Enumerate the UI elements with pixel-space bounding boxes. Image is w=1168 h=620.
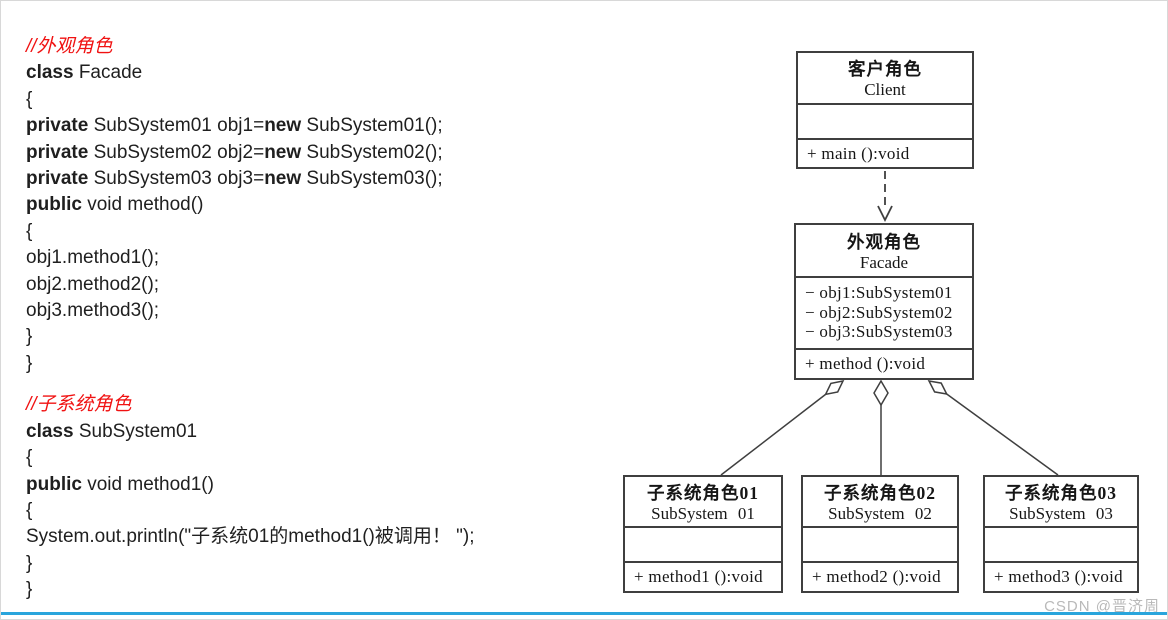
code-text: SubSystem01 obj1=: [88, 115, 265, 137]
subsystem02-title-en: SubSystem 02: [828, 503, 932, 523]
code-text: void method1(): [81, 473, 214, 495]
code-text: {: [26, 499, 33, 521]
code-text: SubSystem03 obj3=: [88, 168, 265, 190]
code-line: private SubSystem02 obj2=new SubSystem02…: [26, 140, 581, 166]
subsystem01-title-en: SubSystem 01: [651, 503, 755, 523]
code-line: public void method(): [26, 192, 581, 218]
code-text: SubSystem02();: [301, 141, 443, 163]
code-line: private SubSystem01 obj1=new SubSystem01…: [26, 113, 581, 139]
code-keyword: public: [26, 473, 82, 495]
code-line: System.out.println("子系统01的method1()被调用！ …: [26, 524, 581, 550]
code-comment: //外观角色: [26, 36, 113, 57]
code-line: {: [26, 498, 581, 524]
facade-attribute: − obj2:SubSystem02: [805, 302, 953, 322]
uml-class-facade: 外观角色 Facade − obj1:SubSystem01 − obj2:Su…: [794, 223, 974, 380]
client-attributes-empty: [798, 103, 972, 138]
subsystem03-title: 子系统角色03 SubSystem 03: [985, 477, 1137, 526]
subsystem03-attributes-empty: [985, 526, 1137, 561]
uml-class-subsystem03: 子系统角色03 SubSystem 03 + method3 ():void: [983, 475, 1139, 593]
aggregation-facade-sub1: [720, 379, 845, 476]
aggregation-facade-sub2: [873, 379, 889, 475]
code-line: obj2.method2();: [26, 272, 581, 298]
facade-attribute: − obj3:SubSystem03: [805, 322, 953, 341]
code-line: }: [26, 351, 581, 377]
aggregation-facade-sub3: [927, 380, 1059, 476]
csdn-watermark: CSDN @晋济周: [1044, 598, 1160, 615]
client-title-cn: 客户角色: [848, 59, 922, 79]
code-line: {: [26, 445, 581, 471]
bottom-divider-bar: [1, 612, 1167, 615]
code-text: {: [26, 88, 33, 110]
client-title-en: Client: [864, 80, 906, 99]
code-line: {: [26, 219, 581, 245]
code-text: obj3.method3();: [26, 300, 160, 322]
code-text: SubSystem02 obj2=: [88, 141, 265, 163]
code-line: obj1.method1();: [26, 245, 581, 271]
client-title: 客户角色 Client: [798, 53, 972, 103]
facade-title: 外观角色 Facade: [796, 225, 972, 276]
uml-class-subsystem01: 子系统角色01 SubSystem 01 + method1 ():void: [623, 475, 783, 593]
code-line: }: [26, 551, 581, 577]
subsystem02-title: 子系统角色02 SubSystem 02: [803, 477, 957, 526]
code-keyword: new: [264, 115, 302, 137]
subsystem01-method: + method1 ():void: [625, 561, 781, 591]
code-text: obj1.method1();: [26, 247, 160, 269]
code-text: void method(): [81, 194, 204, 216]
code-text: }: [26, 352, 33, 374]
code-keyword: new: [264, 141, 302, 163]
code-text: SubSystem01: [73, 420, 198, 442]
code-text: {: [26, 220, 33, 242]
code-line: class Facade: [26, 60, 581, 86]
code-keyword: class: [26, 62, 74, 84]
code-blank-line: [26, 377, 581, 392]
facade-attributes: − obj1:SubSystem01 − obj2:SubSystem02 − …: [796, 276, 972, 348]
subsystem02-attributes-empty: [803, 526, 957, 561]
code-text: obj2.method2();: [26, 273, 160, 295]
code-keyword: private: [26, 115, 89, 137]
facade-title-en: Facade: [859, 252, 909, 272]
code-keyword: new: [264, 168, 302, 190]
code-line: }: [26, 324, 581, 350]
subsystem01-title: 子系统角色01 SubSystem 01: [625, 477, 781, 526]
code-line: class SubSystem01: [26, 419, 581, 445]
client-method: + main ():void: [798, 138, 972, 167]
code-keyword: private: [26, 168, 89, 190]
facade-title-cn: 外观角色: [847, 231, 921, 252]
code-line: //子系统角色: [26, 392, 581, 418]
code-text: SubSystem03();: [301, 168, 443, 190]
subsystem03-title-en: SubSystem 03: [1009, 503, 1113, 523]
facade-method: + method ():void: [796, 348, 972, 378]
uml-class-client: 客户角色 Client + main ():void: [796, 51, 974, 169]
code-text: System.out.println("子系统01的method1()被调用！ …: [26, 526, 475, 548]
code-keyword: public: [26, 194, 82, 216]
dependency-arrow-client-facade: [877, 171, 893, 223]
code-line: {: [26, 87, 581, 113]
code-line: }: [26, 577, 581, 603]
uml-class-subsystem02: 子系统角色02 SubSystem 02 + method2 ():void: [801, 475, 959, 593]
facade-attribute: − obj1:SubSystem01: [805, 283, 953, 302]
code-text: Facade: [73, 62, 143, 84]
subsystem01-attributes-empty: [625, 526, 781, 561]
code-keyword: class: [26, 420, 74, 442]
subsystem02-title-cn: 子系统角色02: [824, 482, 936, 503]
code-keyword: private: [26, 141, 89, 163]
code-comment: //子系统角色: [26, 394, 132, 416]
subsystem03-title-cn: 子系统角色03: [1005, 482, 1117, 503]
code-text: }: [26, 326, 33, 348]
code-line: private SubSystem03 obj3=new SubSystem03…: [26, 166, 581, 192]
code-line: public void method1(): [26, 472, 581, 498]
subsystem02-method: + method2 ():void: [803, 561, 957, 591]
code-text: {: [26, 447, 33, 469]
subsystem01-title-cn: 子系统角色01: [647, 482, 759, 503]
code-text: }: [26, 552, 33, 574]
code-text: SubSystem01();: [301, 115, 443, 137]
subsystem03-method: + method3 ():void: [985, 561, 1137, 591]
code-text: }: [26, 579, 33, 601]
code-line: obj3.method3();: [26, 298, 581, 324]
code-line: //外观角色: [26, 34, 581, 60]
